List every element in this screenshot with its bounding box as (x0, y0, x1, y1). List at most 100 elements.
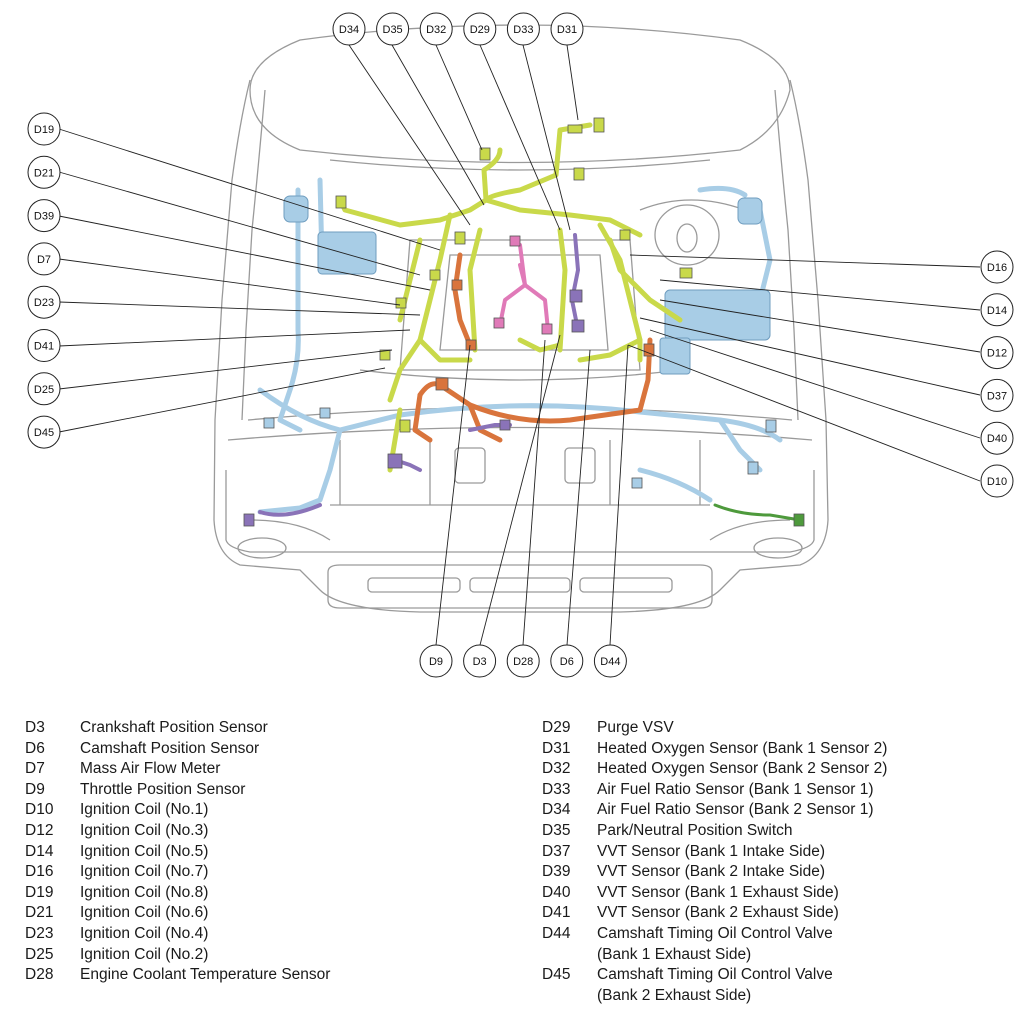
harness-green (713, 503, 802, 522)
legend-code: D31 (542, 739, 571, 757)
callout-label: D37 (987, 390, 1007, 402)
callout-circle (27, 285, 61, 319)
callout-label: D44 (600, 656, 620, 668)
legend-description-line: VVT Sensor (Bank 2 Exhaust Side) (597, 904, 839, 922)
callout-d39: D39 (27, 199, 61, 233)
blue-ecu-block-left (317, 231, 377, 275)
legend-code: D12 (25, 821, 54, 839)
legend-row-d10: D10 Ignition Coil (No.1) (25, 800, 495, 821)
legend-description-line: Purge VSV (597, 719, 674, 736)
legend-description: VVT Sensor (Bank 2 Intake Side) (597, 862, 825, 883)
callout-d35: D35 (376, 12, 410, 46)
legend-description-line: Crankshaft Position Sensor (80, 719, 268, 736)
legend-description-line: Engine Coolant Temperature Sensor (80, 966, 331, 984)
legend-row-d29: D29 Purge VSV (542, 718, 1022, 739)
legend-description: Air Fuel Ratio Sensor (Bank 1 Sensor 1) (597, 780, 874, 801)
legend-description-line-2: (Bank 1 Exhaust Side) (597, 945, 752, 963)
callout-circle (419, 644, 453, 678)
legend-code: D32 (542, 760, 571, 778)
legend-code: D9 (25, 780, 45, 798)
legend-description: Ignition Coil (No.7) (80, 862, 208, 883)
callout-d21: D21 (27, 155, 61, 189)
legend-description-line: Ignition Coil (No.7) (80, 863, 209, 881)
legend-code: D10 (25, 801, 54, 819)
legend-row-d7: D7 Mass Air Flow Meter (25, 759, 495, 780)
callout-label: D3 (473, 656, 487, 668)
legend-code: D40 (542, 883, 571, 901)
legend-description-line: Camshaft Position Sensor (80, 739, 260, 757)
legend-description: Crankshaft Position Sensor (80, 718, 268, 739)
callout-circle (506, 12, 540, 46)
callout-d6: D6 (550, 644, 584, 678)
connectors (243, 117, 805, 527)
legend-code: D37 (542, 842, 571, 860)
legend-description: VVT Sensor (Bank 2 Exhaust Side) (597, 903, 839, 924)
callout-label: D6 (560, 656, 574, 668)
callout-label: D25 (34, 384, 54, 396)
callout-label: D41 (34, 341, 54, 353)
callout-label: D35 (383, 24, 403, 36)
legend-code: D14 (25, 842, 54, 860)
callout-d14: D14 (980, 293, 1014, 327)
callout-label: D7 (37, 254, 51, 266)
legend-row-d23: D23 Ignition Coil (No.4) (25, 924, 495, 945)
legend-description-line: Ignition Coil (No.2) (80, 945, 209, 963)
legend-description: VVT Sensor (Bank 1 Exhaust Side) (597, 883, 839, 904)
legend-description-line: VVT Sensor (Bank 1 Intake Side) (597, 842, 826, 860)
legend-code: D7 (25, 760, 45, 778)
legend-description: Mass Air Flow Meter (80, 759, 220, 780)
callout-d9: D9 (419, 644, 453, 678)
legend-description: Camshaft Timing Oil Control Valve (Bank 1… (597, 924, 833, 965)
callout-circle (506, 644, 540, 678)
blue-canister-right (737, 197, 763, 225)
legend-code: D45 (542, 966, 571, 984)
harness-pink (498, 243, 550, 332)
legend-description: Camshaft Timing Oil Control Valve(Bank 2… (597, 965, 833, 1006)
legend-description: Ignition Coil (No.2) (80, 945, 208, 966)
legend-description-line: Throttle Position Sensor (80, 780, 246, 798)
callout-label: D45 (34, 427, 54, 439)
legend-description: Camshaft Position Sensor (80, 739, 259, 760)
callout-label: D10 (987, 476, 1007, 488)
legend-description: Engine Coolant Temperature Sensor (80, 965, 330, 986)
legend-row-d34: D34 Air Fuel Ratio Sensor (Bank 2 Sensor … (542, 800, 1022, 821)
legend-description-line: Ignition Coil (No.4) (80, 924, 209, 942)
callout-circle (332, 12, 366, 46)
legend-code: D29 (542, 719, 571, 736)
legend-description-line: Mass Air Flow Meter (80, 760, 221, 778)
callout-circle (980, 464, 1014, 498)
legend-code: D44 (542, 924, 571, 942)
callout-circle (980, 336, 1014, 370)
legend-description: Air Fuel Ratio Sensor (Bank 2 Sensor 1) (597, 800, 874, 821)
legend-code: D3 (25, 719, 45, 736)
callout-label: D29 (470, 24, 490, 36)
callout-d31: D31 (550, 12, 584, 46)
legend-description-line: Ignition Coil (No.1) (80, 801, 209, 819)
legend-description: Throttle Position Sensor (80, 780, 245, 801)
legend-code: D28 (25, 966, 54, 984)
callout-d10: D10 (980, 464, 1014, 498)
legend-code: D23 (25, 924, 54, 942)
legend-description: Ignition Coil (No.4) (80, 924, 208, 945)
callout-d23: D23 (27, 285, 61, 319)
blue-canister-left (283, 195, 309, 223)
legend-description-line: Camshaft Timing Oil Control Valve (597, 924, 833, 942)
callout-d3: D3 (463, 644, 497, 678)
blue-box-right-lower (659, 337, 691, 375)
callout-label: D14 (987, 305, 1007, 317)
leader-lines (58, 44, 981, 646)
legend-description: VVT Sensor (Bank 1 Intake Side) (597, 842, 825, 863)
legend-code: D34 (542, 801, 571, 819)
legend-description-line: Ignition Coil (No.8) (80, 883, 209, 901)
